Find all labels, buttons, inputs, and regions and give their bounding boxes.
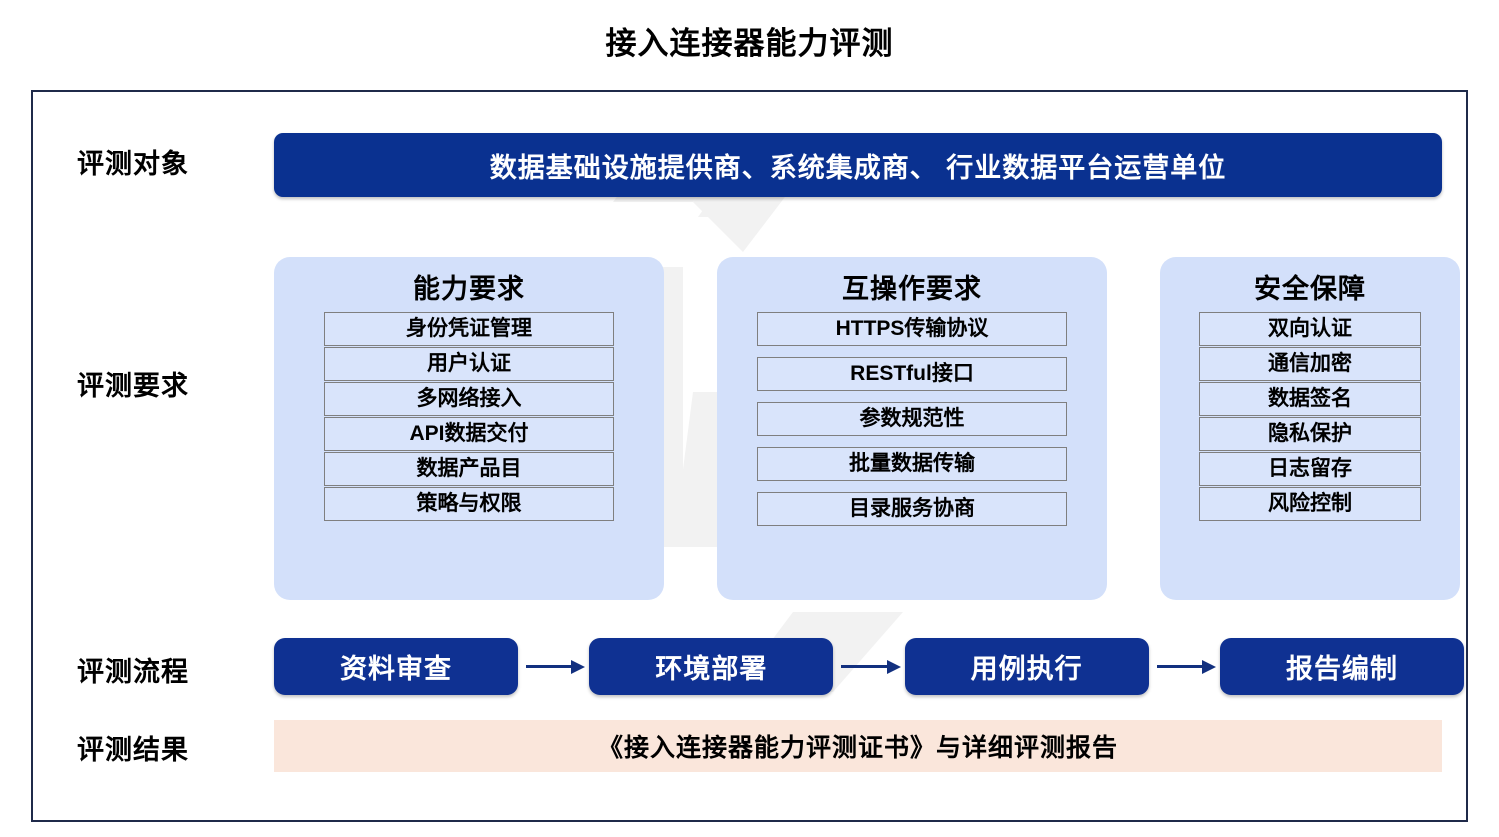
requirement-item[interactable]: 通信加密: [1199, 347, 1421, 381]
panel-title-interoperability: 互操作要求: [842, 274, 982, 304]
requirement-item[interactable]: 数据签名: [1199, 382, 1421, 416]
row-label-process: 评测流程: [77, 657, 189, 687]
requirement-item[interactable]: 风险控制: [1199, 487, 1421, 521]
requirement-item[interactable]: 身份凭证管理: [324, 312, 614, 346]
requirement-item[interactable]: 批量数据传输: [757, 447, 1067, 481]
requirement-item[interactable]: 参数规范性: [757, 402, 1067, 436]
process-step-2[interactable]: 环境部署: [589, 637, 834, 695]
requirement-item[interactable]: RESTful接口: [757, 357, 1067, 391]
panel-title-security: 安全保障: [1254, 274, 1366, 304]
row-label-requirements: 评测要求: [77, 371, 189, 401]
process-step-1[interactable]: 资料审查: [274, 637, 518, 695]
requirement-panels: 能力要求 身份凭证管理 用户认证 多网络接入 API数据交付 数据产品目 策略与…: [274, 257, 1464, 600]
panel-items-security: 双向认证 通信加密 数据签名 隐私保护 日志留存 风险控制: [1160, 312, 1460, 521]
requirement-item[interactable]: 目录服务协商: [757, 492, 1067, 526]
arrow-right-icon: [835, 660, 902, 674]
requirement-panel-interoperability: 互操作要求 HTTPS传输协议 RESTful接口 参数规范性 批量数据传输 目…: [717, 257, 1107, 600]
requirement-panel-security: 安全保障 双向认证 通信加密 数据签名 隐私保护 日志留存 风险控制: [1160, 257, 1460, 600]
panel-items-interoperability: HTTPS传输协议 RESTful接口 参数规范性 批量数据传输 目录服务协商: [717, 312, 1107, 526]
requirement-item[interactable]: 数据产品目: [324, 452, 614, 486]
requirement-panel-capability: 能力要求 身份凭证管理 用户认证 多网络接入 API数据交付 数据产品目 策略与…: [274, 257, 664, 600]
requirement-item[interactable]: 双向认证: [1199, 312, 1421, 346]
row-label-object: 评测对象: [77, 149, 189, 179]
process-step-4[interactable]: 报告编制: [1219, 637, 1464, 695]
page-title: 接入连接器能力评测: [605, 26, 894, 61]
object-banner: 数据基础设施提供商、系统集成商、 行业数据平台运营单位: [274, 133, 1442, 197]
result-bar: 《接入连接器能力评测证书》与详细评测报告: [274, 720, 1442, 772]
requirement-item[interactable]: 多网络接入: [324, 382, 614, 416]
requirement-item[interactable]: 用户认证: [324, 347, 614, 381]
requirement-item[interactable]: 策略与权限: [324, 487, 614, 521]
requirement-item[interactable]: 日志留存: [1199, 452, 1421, 486]
panel-items-capability: 身份凭证管理 用户认证 多网络接入 API数据交付 数据产品目 策略与权限: [274, 312, 664, 521]
requirement-item[interactable]: HTTPS传输协议: [757, 312, 1067, 346]
panel-title-capability: 能力要求: [413, 274, 525, 304]
row-label-result: 评测结果: [77, 735, 189, 765]
process-flow: 资料审查 环境部署 用例执行 报告编制: [274, 635, 1464, 697]
process-step-3[interactable]: 用例执行: [904, 637, 1149, 695]
arrow-right-icon: [520, 660, 587, 674]
requirement-item[interactable]: 隐私保护: [1199, 417, 1421, 451]
requirement-item[interactable]: API数据交付: [324, 417, 614, 451]
diagram-frame: 评测对象 数据基础设施提供商、系统集成商、 行业数据平台运营单位 评测要求 能力…: [31, 90, 1468, 822]
arrow-right-icon: [1151, 660, 1218, 674]
